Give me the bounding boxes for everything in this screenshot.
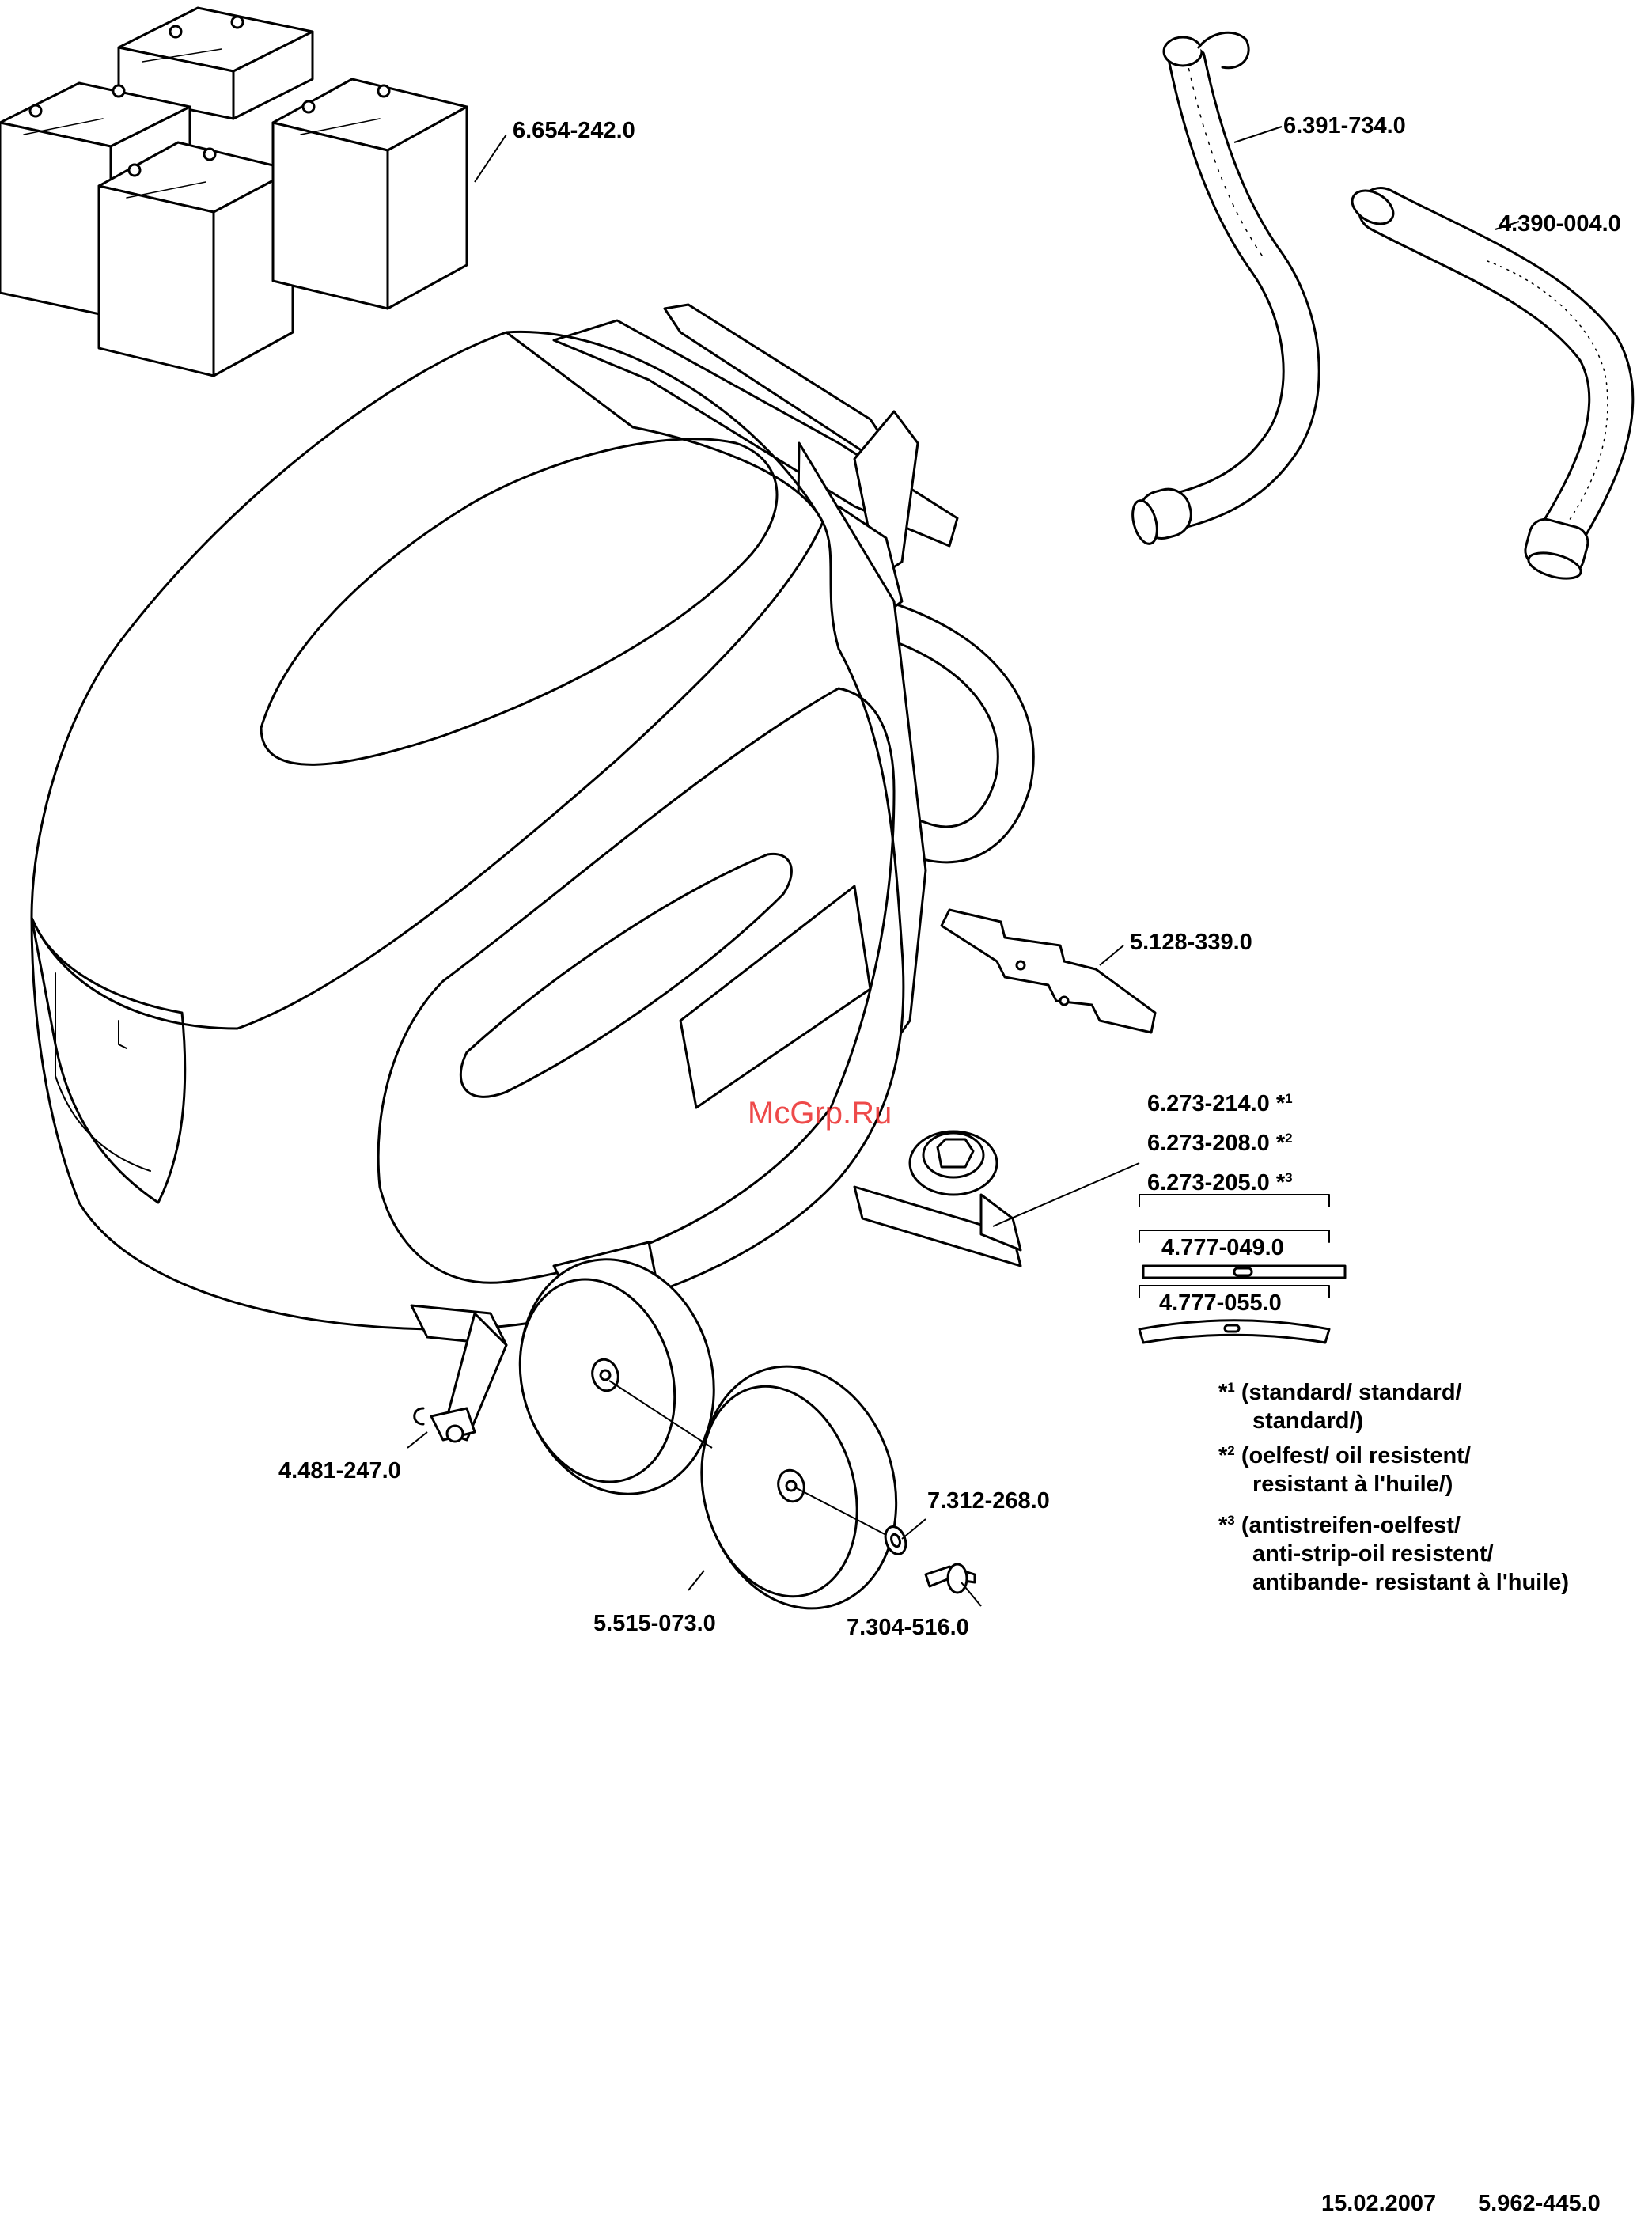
footnote-text: standard/) <box>1252 1408 1364 1434</box>
squeegee-assembly <box>853 1130 1022 1267</box>
footnote-index: 1 <box>1285 1091 1293 1106</box>
footnote-text: antibande- resistant à l'huile) <box>1252 1570 1570 1595</box>
footnote-index: 2 <box>1227 1443 1235 1458</box>
footnote-3: *3 (antistreifen-oelfest/ anti-strip-oil… <box>1218 1511 1569 1597</box>
battery-group <box>0 6 468 377</box>
part-label-screw: 7.304-516.0 <box>847 1615 969 1640</box>
footnote-1: *1 (standard/ standard/ standard/) <box>1218 1378 1462 1435</box>
part-label-axle-clip: 4.481-247.0 <box>278 1458 401 1483</box>
footnote-index: 1 <box>1227 1380 1235 1395</box>
part-label-blade-curved: 4.777-055.0 <box>1159 1290 1282 1316</box>
footnote-text: resistant à l'huile/) <box>1252 1472 1453 1497</box>
part-label-batteries: 6.654-242.0 <box>513 118 635 143</box>
footnote-index: 2 <box>1285 1131 1293 1146</box>
footnote-marker: * <box>1275 1131 1286 1156</box>
part-number: 6.273-205.0 <box>1147 1170 1270 1195</box>
leader-lines <box>407 126 1520 1607</box>
footnote-index: 3 <box>1227 1513 1235 1528</box>
part-number: 6.273-208.0 <box>1147 1131 1270 1156</box>
part-label-filler-hose: 6.391-734.0 <box>1283 113 1406 138</box>
footnote-marker: * <box>1275 1091 1286 1116</box>
footnote-2: *2 (oelfest/ oil resistent/ resistant à … <box>1218 1442 1471 1499</box>
part-label-squeegee-lip-1: 6.273-214.0 *1 <box>1147 1090 1293 1117</box>
screw-part <box>924 1563 976 1594</box>
part-label-suction-hose: 4.390-004.0 <box>1499 211 1621 237</box>
part-number: 6.273-214.0 <box>1147 1091 1270 1116</box>
part-label-wheel: 5.515-073.0 <box>593 1611 716 1636</box>
footnote-index: 3 <box>1285 1170 1293 1185</box>
battery-right <box>271 78 468 310</box>
front-wheel <box>700 1365 898 1610</box>
footer-date: 15.02.2007 <box>1321 2191 1437 2216</box>
part-label-squeegee-lip-3: 6.273-205.0 *3 <box>1147 1169 1293 1196</box>
watermark: McGrp.Ru <box>748 1096 892 1131</box>
battery-middle <box>97 141 294 377</box>
rear-wheel <box>518 1258 715 1495</box>
bracket-plate <box>940 908 1157 1034</box>
battery-back <box>117 6 314 120</box>
footnote-text: (oelfest/ oil resistent/ <box>1241 1443 1471 1468</box>
footer-doc-number: 5.962-445.0 <box>1478 2191 1601 2216</box>
squeegee-blade-curved <box>1138 1319 1331 1344</box>
footnote-text: (standard/ standard/ <box>1241 1380 1462 1405</box>
part-label-squeegee-lip-2: 6.273-208.0 *2 <box>1147 1130 1293 1157</box>
scrubber-body <box>30 303 1035 1443</box>
footnote-marker: * <box>1218 1513 1228 1538</box>
footnote-marker: * <box>1275 1170 1286 1195</box>
part-label-bracket-plate: 5.128-339.0 <box>1130 930 1252 955</box>
part-label-washer: 7.312-268.0 <box>927 1488 1050 1514</box>
battery-left <box>0 81 191 318</box>
filler-hose <box>1131 31 1320 545</box>
part-label-blade-straight: 4.777-049.0 <box>1161 1235 1284 1260</box>
footnote-text: (antistreifen-oelfest/ <box>1241 1513 1461 1538</box>
footnote-text: anti-strip-oil resistent/ <box>1252 1541 1494 1567</box>
squeegee-blade-straight <box>1142 1264 1347 1279</box>
suction-hose <box>1351 187 1635 580</box>
footnote-marker: * <box>1218 1380 1228 1405</box>
footnote-marker: * <box>1218 1443 1228 1468</box>
